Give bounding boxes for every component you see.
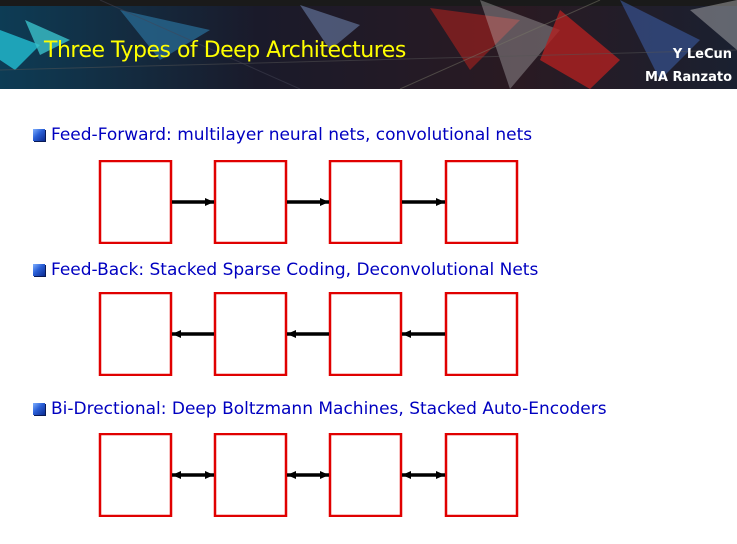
header-background-art [0, 0, 737, 89]
bullet-feed-back: Feed-Back: Stacked Sparse Coding, Deconv… [33, 258, 538, 282]
arrow-head [287, 471, 296, 479]
arrow-head [320, 471, 329, 479]
layer-box [98, 433, 173, 517]
layer-box [98, 160, 173, 244]
layer-box [213, 160, 288, 244]
arrow-head [402, 330, 411, 338]
author-name: MA Ranzato [644, 70, 732, 85]
bullet-text: Feed-Back: Stacked Sparse Coding, Deconv… [51, 260, 539, 280]
arrow-head [402, 471, 411, 479]
slide-title: Three Types of Deep Architectures [44, 38, 406, 63]
slide-header: Three Types of Deep Architectures Y LeCu… [0, 0, 737, 89]
arrow-head [172, 330, 181, 338]
arrow-head [205, 198, 214, 206]
feed-back-diagram [98, 292, 519, 376]
feed-forward-diagram [98, 160, 519, 244]
layer-box [444, 433, 519, 517]
arrow-head [287, 330, 296, 338]
arrow-head [172, 471, 181, 479]
layer-box [328, 292, 403, 376]
bullet-icon [33, 403, 45, 415]
bullet-text: Feed-Forward: multilayer neural nets, co… [51, 125, 533, 145]
arrow-head [436, 471, 445, 479]
layer-box [444, 292, 519, 376]
layer-box [328, 160, 403, 244]
arrow-head [320, 198, 329, 206]
author-name: Y LeCun [672, 47, 732, 62]
bullet-text: Bi-Drectional: Deep Boltzmann Machines, … [51, 399, 607, 419]
bullet-icon [33, 129, 45, 141]
layer-box [213, 433, 288, 517]
arrow-head [436, 198, 445, 206]
bullet-bidirectional: Bi-Drectional: Deep Boltzmann Machines, … [33, 397, 607, 421]
layer-box [328, 433, 403, 517]
layer-box [98, 292, 173, 376]
arrow-head [205, 471, 214, 479]
bullet-feed-forward: Feed-Forward: multilayer neural nets, co… [33, 123, 532, 147]
bidirectional-diagram [98, 433, 519, 517]
bullet-icon [33, 264, 45, 276]
layer-box [213, 292, 288, 376]
layer-box [444, 160, 519, 244]
